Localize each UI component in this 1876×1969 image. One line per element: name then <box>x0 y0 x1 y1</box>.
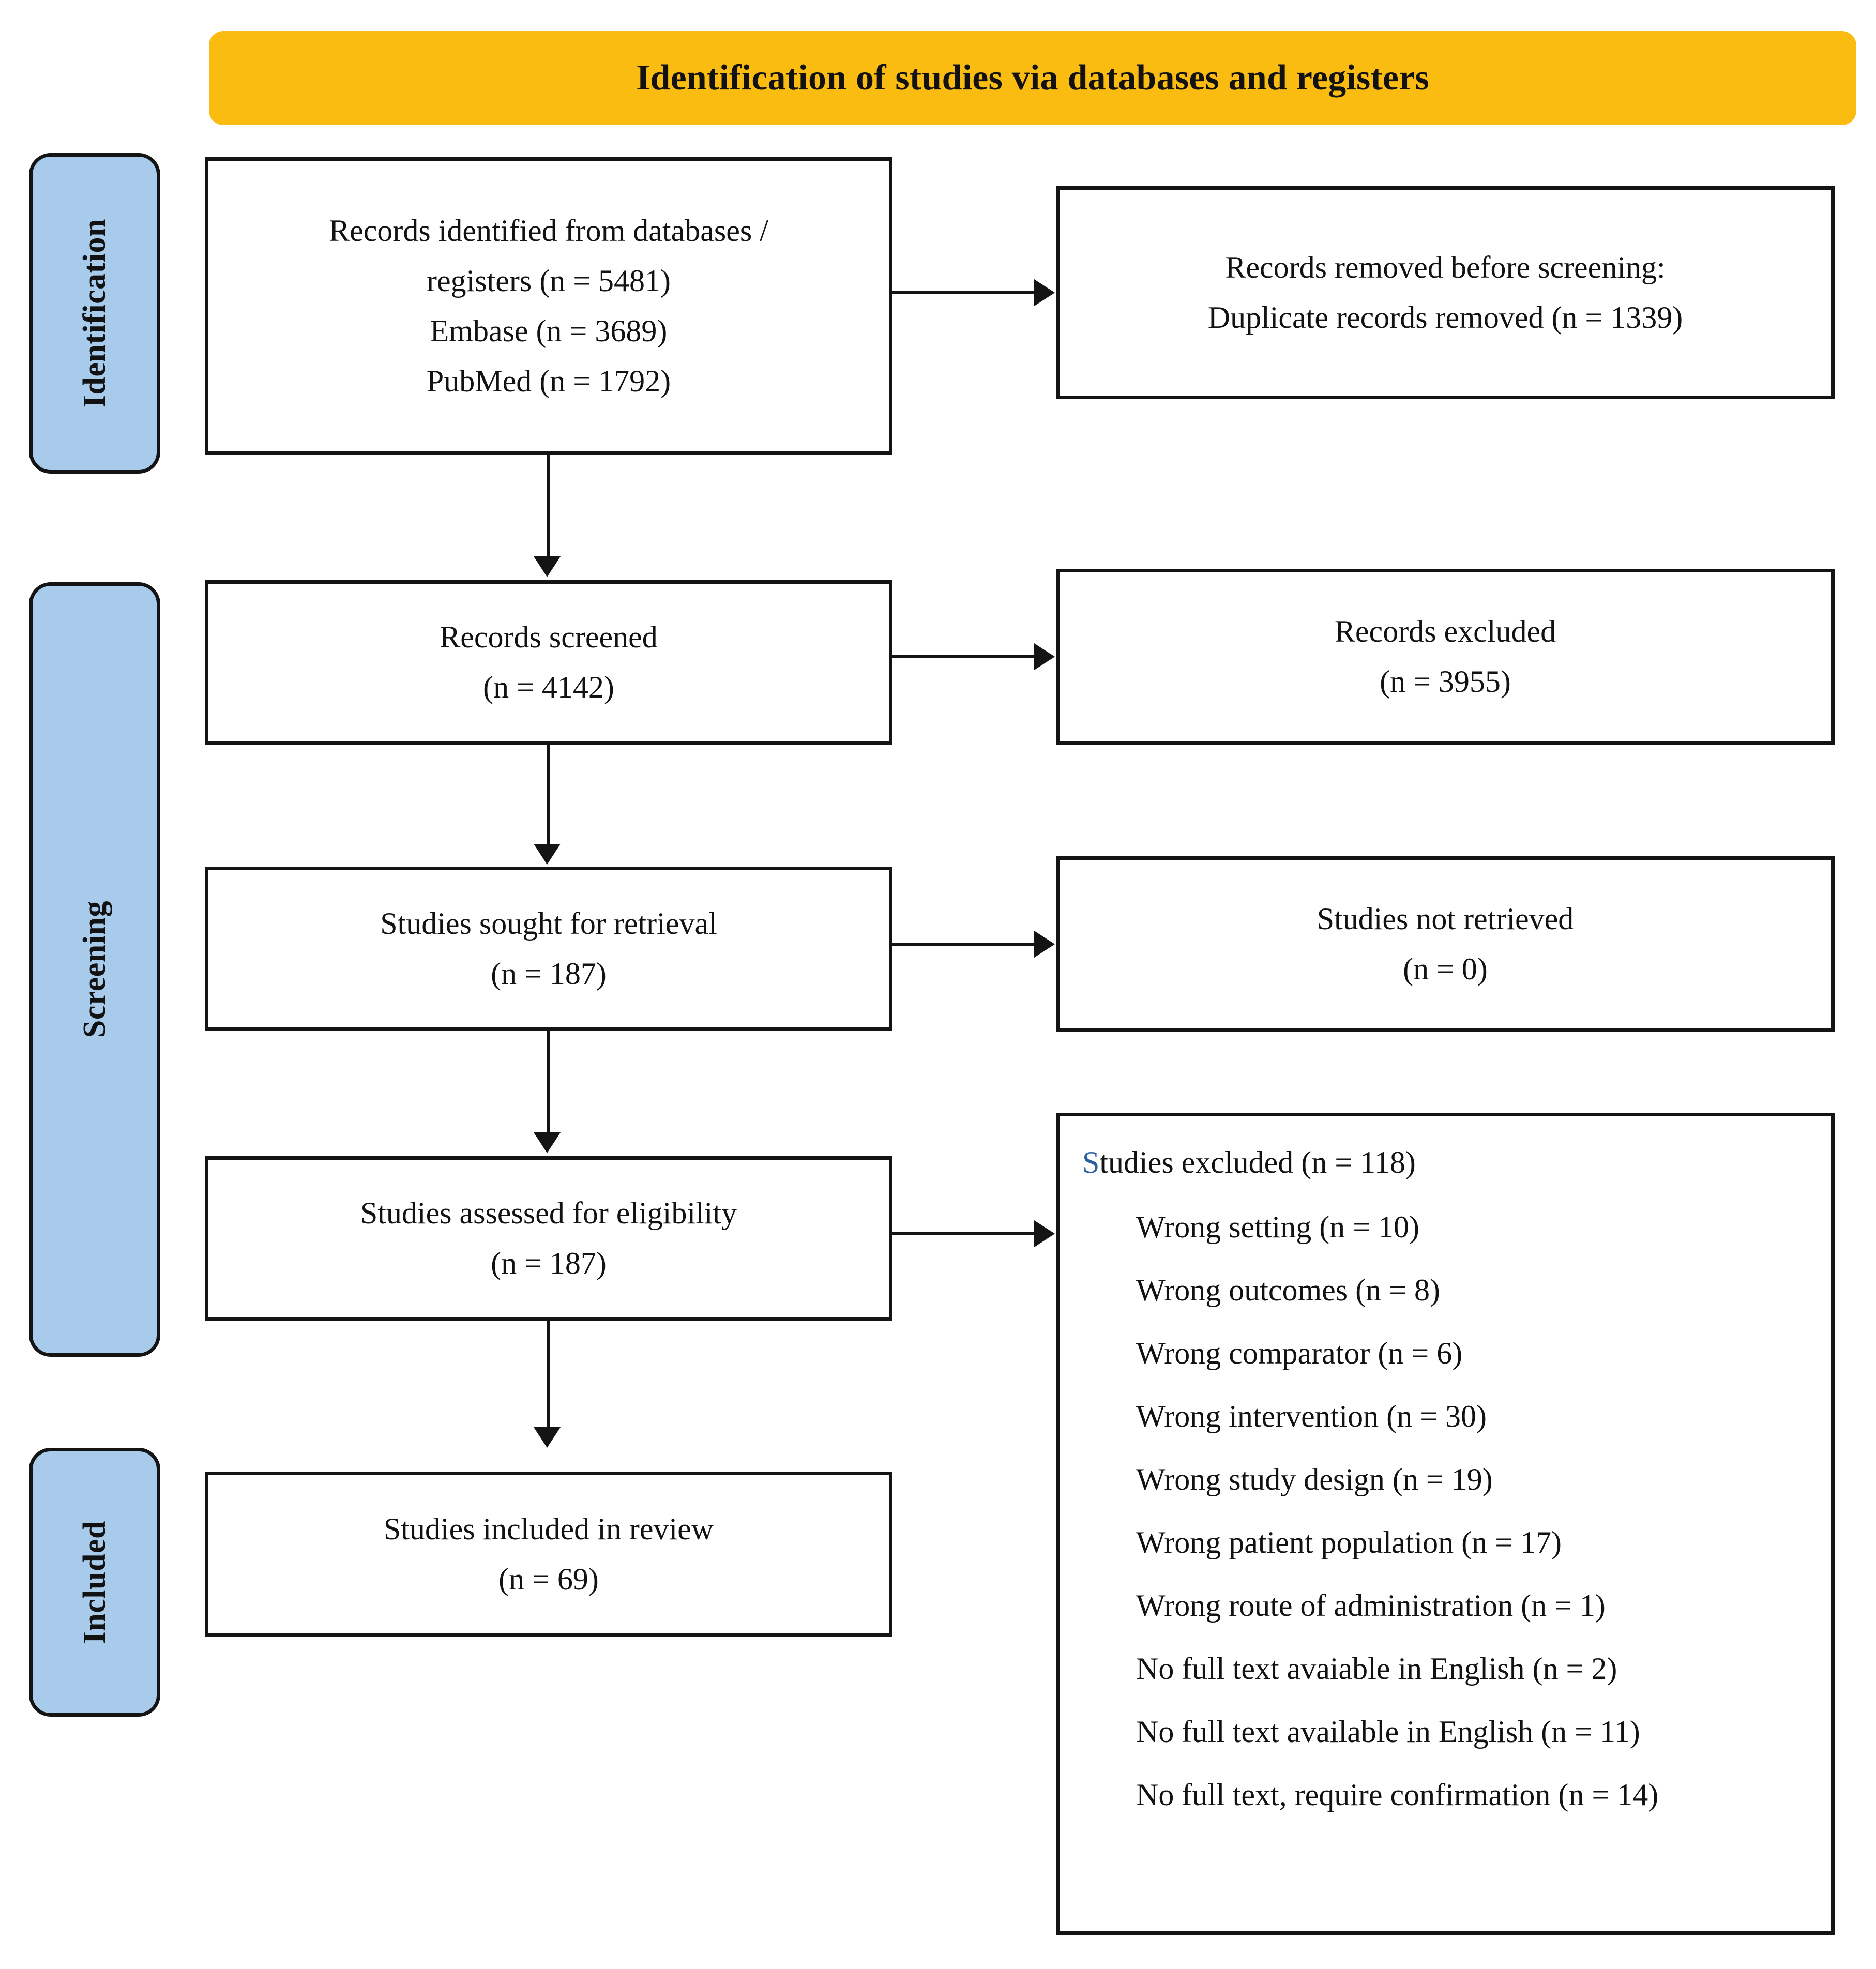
exclusions-heading-rest: tudies excluded (n = 118) <box>1099 1145 1416 1179</box>
exclusions-heading-initial: S <box>1082 1145 1100 1179</box>
list-item: No full text available in English (n = 1… <box>1136 1715 1640 1749</box>
connector-identified-to-screened <box>547 455 550 557</box>
box-line: (n = 3955) <box>1380 664 1511 699</box>
arrowhead-screened-to-sought <box>534 844 561 865</box>
list-item: No full text avaiable in English (n = 2) <box>1136 1652 1617 1686</box>
stage-label-identification-text: Identification <box>77 219 112 408</box>
box-studies-sought: Studies sought for retrieval (n = 187) <box>205 867 892 1031</box>
stage-label-screening-text: Screening <box>77 901 112 1038</box>
box-line: Duplicate records removed (n = 1339) <box>1207 300 1683 335</box>
list-item: Wrong patient population (n = 17) <box>1136 1525 1562 1559</box>
box-line: PubMed (n = 1792) <box>426 364 671 399</box>
box-line: Records excluded <box>1334 614 1556 648</box>
box-line: Records removed before screening: <box>1225 250 1666 284</box>
connector-sought-to-notretrieved <box>892 943 1035 946</box>
list-item: No full text, require confirmation (n = … <box>1136 1778 1659 1812</box>
list-item: Wrong comparator (n = 6) <box>1136 1336 1463 1370</box>
exclusions-heading: Studies excluded (n = 118) <box>1060 1145 1831 1179</box>
box-line: Embase (n = 3689) <box>430 314 668 348</box>
box-line: (n = 4142) <box>483 670 614 704</box>
connector-assessed-to-exclusions <box>892 1232 1035 1235</box>
box-studies-included: Studies included in review (n = 69) <box>205 1472 892 1637</box>
connector-screened-to-excluded <box>892 655 1035 658</box>
connector-screened-to-sought <box>547 745 550 845</box>
list-item: Wrong setting (n = 10) <box>1136 1210 1419 1244</box>
box-line: Studies assessed for eligibility <box>360 1195 737 1230</box>
box-line: Records screened <box>440 619 658 654</box>
exclusion-reason-list: Wrong setting (n = 10) Wrong outcomes (n… <box>1060 1211 1831 1810</box>
box-line: (n = 69) <box>498 1562 599 1596</box>
list-item: Wrong route of administration (n = 1) <box>1136 1588 1606 1623</box>
arrowhead-sought-to-notretrieved <box>1034 931 1055 958</box>
connector-sought-to-assessed <box>547 1031 550 1133</box>
stage-label-included-text: Included <box>77 1520 112 1644</box>
arrowhead-assessed-to-included <box>534 1427 561 1448</box>
box-line: registers (n = 5481) <box>426 263 671 298</box>
box-studies-assessed: Studies assessed for eligibility (n = 18… <box>205 1156 892 1321</box>
arrowhead-screened-to-excluded <box>1034 643 1055 670</box>
box-records-identified: Records identified from databases / regi… <box>205 157 892 455</box>
box-line: Records identified from databases / <box>329 213 768 248</box>
stage-label-included: Included <box>29 1448 160 1717</box>
box-records-excluded: Records excluded (n = 3955) <box>1056 569 1835 745</box>
box-line: (n = 187) <box>491 957 607 991</box>
list-item: Wrong study design (n = 19) <box>1136 1462 1493 1496</box>
box-records-screened: Records screened (n = 4142) <box>205 580 892 745</box>
stage-label-screening: Screening <box>29 582 160 1357</box>
box-line: (n = 0) <box>1403 952 1488 986</box>
stage-label-identification: Identification <box>29 153 160 474</box>
list-item: Wrong intervention (n = 30) <box>1136 1399 1487 1433</box>
box-studies-excluded-reasons: Studies excluded (n = 118) Wrong setting… <box>1056 1113 1835 1935</box>
list-item: Wrong outcomes (n = 8) <box>1136 1273 1440 1307</box>
box-line: (n = 187) <box>491 1246 607 1280</box>
arrowhead-identified-to-screened <box>534 556 561 577</box>
connector-identified-to-removed <box>892 291 1035 294</box>
box-line: Studies not retrieved <box>1317 901 1574 936</box>
box-records-removed: Records removed before screening: Duplic… <box>1056 186 1835 399</box>
diagram-banner: Identification of studies via databases … <box>209 31 1856 125</box>
arrowhead-identified-to-removed <box>1034 279 1055 306</box>
banner-title: Identification of studies via databases … <box>636 58 1429 98</box>
arrowhead-sought-to-assessed <box>534 1132 561 1153</box>
box-line: Studies included in review <box>383 1511 714 1546</box>
box-studies-not-retrieved: Studies not retrieved (n = 0) <box>1056 856 1835 1032</box>
arrowhead-assessed-to-exclusions <box>1034 1220 1055 1247</box>
box-line: Studies sought for retrieval <box>380 906 717 941</box>
connector-assessed-to-included <box>547 1321 550 1428</box>
